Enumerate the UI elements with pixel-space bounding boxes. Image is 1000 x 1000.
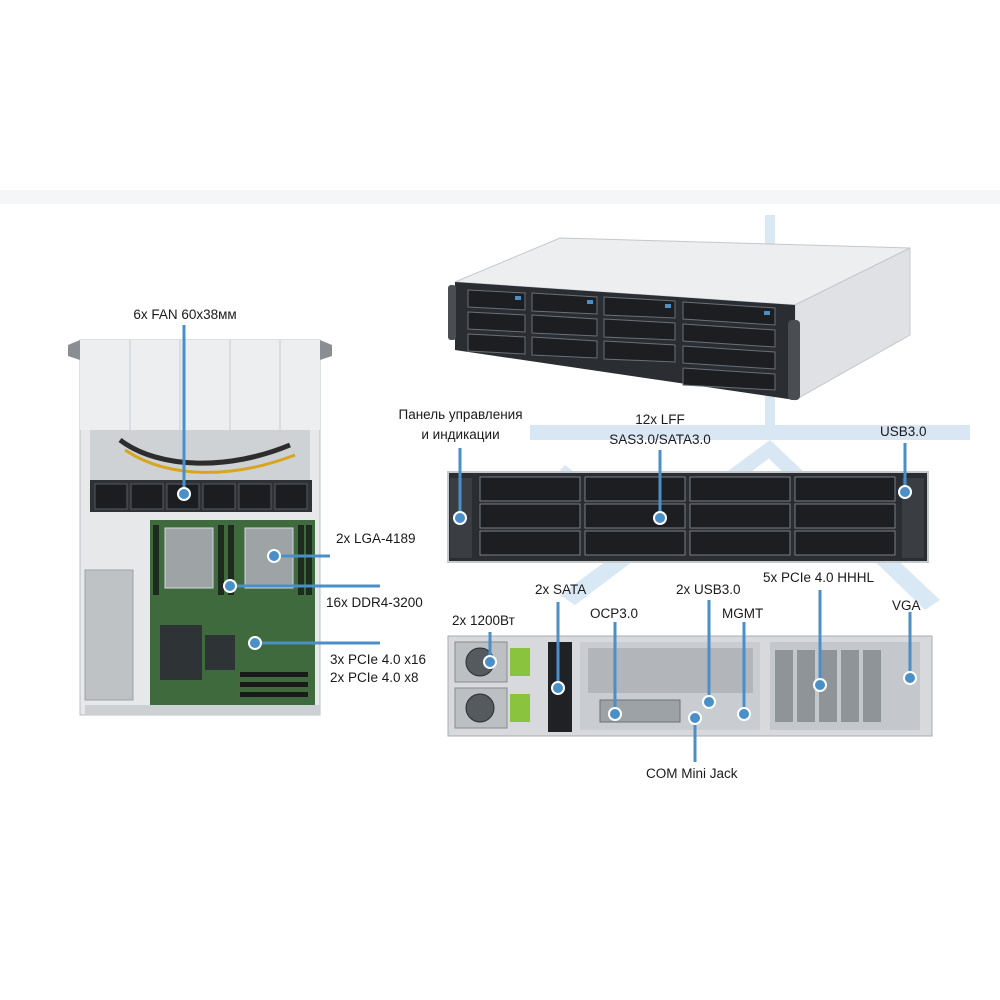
- callout-dot: [223, 579, 237, 593]
- label-cpu: 2x LGA-4189: [336, 531, 416, 546]
- label-psu: 2x 1200Вт: [452, 613, 515, 628]
- callout-dot: [551, 681, 565, 695]
- label-sata: 2x SATA: [535, 582, 587, 597]
- label-pcie-sub: 2x PCIe 4.0 x8: [330, 670, 419, 685]
- top-band: [0, 190, 1000, 204]
- label-usb-rear: 2x USB3.0: [676, 582, 741, 597]
- callout-dot: [903, 671, 917, 685]
- callout-dot: [248, 636, 262, 650]
- callout-dot: [608, 707, 622, 721]
- server-top-view: [68, 339, 332, 716]
- server-front-view: [447, 471, 929, 563]
- callout-dot: [267, 549, 281, 563]
- callout-dot: [813, 678, 827, 692]
- callout-dot: [702, 695, 716, 709]
- server-iso-view: [448, 237, 911, 401]
- label-fan: 6x FAN 60x38мм: [133, 307, 237, 322]
- label-ram: 16x DDR4-3200: [326, 595, 423, 610]
- callout-dot: [737, 707, 751, 721]
- callout-dot: [453, 511, 467, 525]
- label-panel-line1: Панель управления: [398, 407, 523, 422]
- callout-dot: [653, 511, 667, 525]
- label-pcie-main: 3x PCIe 4.0 x16: [330, 652, 427, 667]
- callout-dot: [688, 711, 702, 725]
- callout-dot: [483, 655, 497, 669]
- label-usb-front: USB3.0: [880, 424, 927, 439]
- label-ocp: OCP3.0: [590, 606, 639, 621]
- label-mgmt: MGMT: [722, 606, 764, 621]
- callout-dot: [898, 485, 912, 499]
- label-lff-line2: SAS3.0/SATA3.0: [609, 432, 711, 447]
- callout-lines: [182, 325, 912, 762]
- callout-dots: [177, 485, 917, 725]
- label-panel-line2: и индикации: [421, 427, 500, 442]
- callout-dot: [177, 487, 191, 501]
- label-vga: VGA: [892, 598, 921, 613]
- label-com: COM Mini Jack: [646, 766, 738, 781]
- label-pcie-hhhl: 5x PCIe 4.0 HHHL: [763, 570, 875, 585]
- label-lff-line1: 12x LFF: [635, 412, 685, 427]
